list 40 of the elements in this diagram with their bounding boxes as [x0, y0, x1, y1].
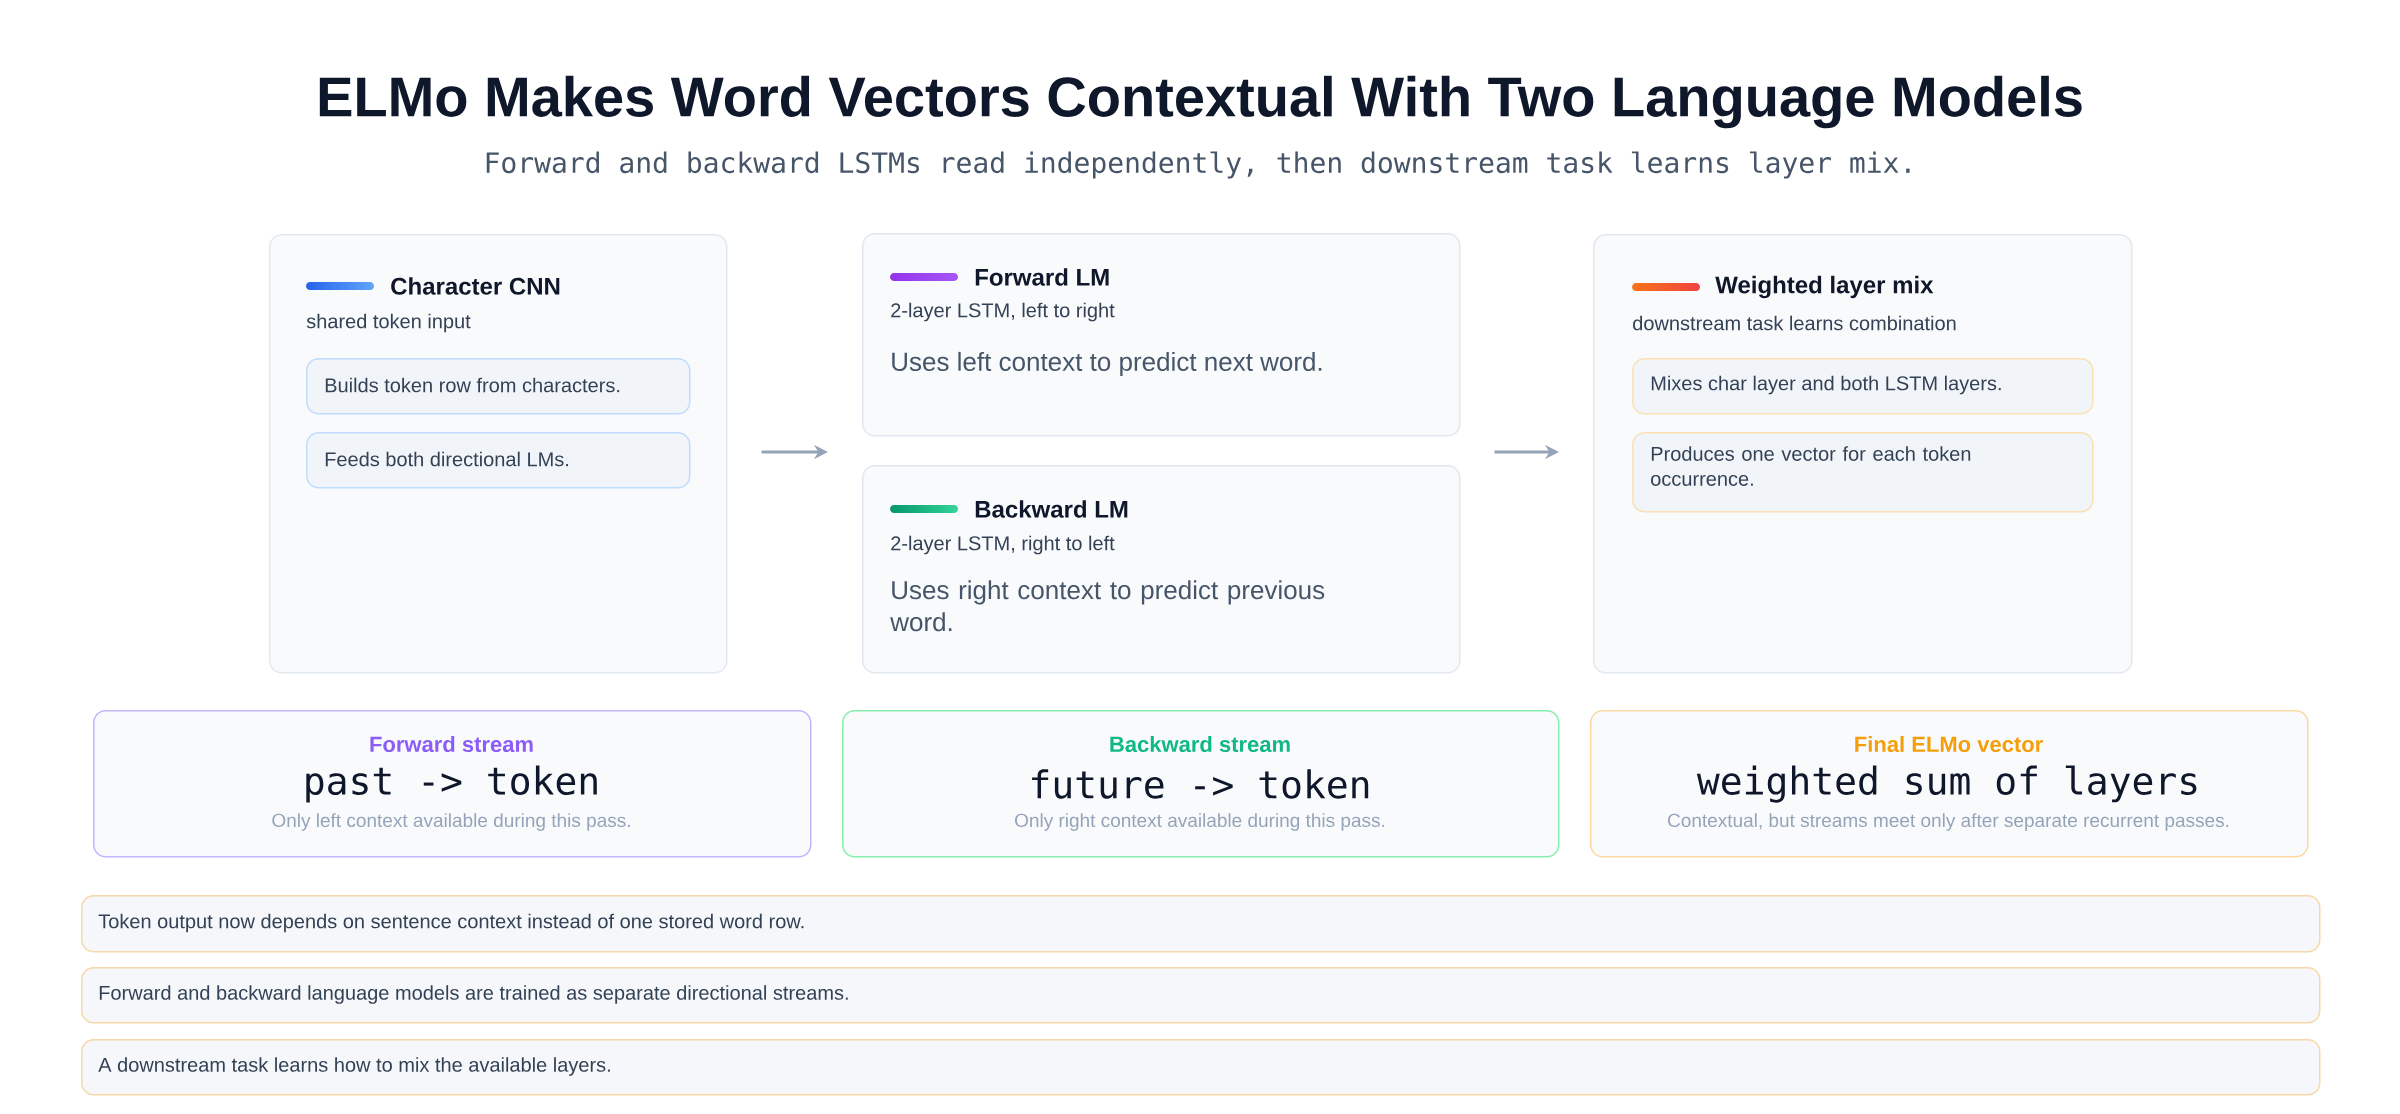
card-body: Uses right context to predict previous word. [890, 580, 1325, 632]
card [862, 233, 1461, 437]
card-title: Backward LM [975, 500, 1128, 518]
takeaway-bar [81, 895, 2321, 953]
title: ELMo Makes Word Vectors Contextual With Two Language Models [319, 75, 2082, 129]
card-title: Weighted layer mix [1715, 275, 1934, 299]
stream-formula: past -> token [306, 765, 597, 803]
stream-box [93, 710, 812, 858]
stream-title: Backward stream [1110, 735, 1290, 753]
note-box [306, 432, 691, 489]
note-text: Produces one vector for each token occurrence. [1651, 446, 1971, 486]
card-subtitle: shared token input [306, 313, 471, 333]
subtitle: Forward and backward LSTMs read independently, then downstream task learns layer mix. [486, 151, 1910, 179]
stream-formula: future -> token [1032, 769, 1369, 799]
card-subtitle: downstream task learns combination [1633, 315, 1956, 331]
stream-note: Contextual, but streams meet only after separate recurrent passes. [1668, 813, 2229, 831]
card-body: Uses left context to predict next word. [892, 351, 1322, 377]
note-text: Builds token row from characters. [325, 377, 620, 393]
stream-title: Final ELMo vector [1855, 735, 2043, 753]
takeaway-text: Token output now depends on sentence context instead of one stored word row. [98, 913, 804, 933]
stream-note: Only right context available during this pass. [1015, 813, 1385, 831]
card-subtitle: 2-layer LSTM, right to left [891, 535, 1115, 555]
takeaway-text: Forward and backward language models are trained as separate directional streams. [99, 985, 848, 1004]
stream-formula: weighted sum of layers [1696, 765, 2197, 803]
stream-box [842, 710, 1560, 858]
note-box [1632, 358, 2094, 415]
stream-box [1590, 710, 2309, 858]
takeaway-bar [81, 967, 2321, 1024]
note-text: Feeds both directional LMs. [325, 451, 568, 467]
stream-title: Forward stream [370, 735, 533, 753]
note-box [1632, 432, 2094, 513]
card-title: Forward LM [975, 268, 1109, 286]
note-text: Mixes char layer and both LSTM layers. [1651, 375, 2001, 395]
takeaway-text: A downstream task learns how to mix the available layers. [98, 1057, 610, 1076]
note-box [306, 358, 691, 415]
stream-note: Only left context available during this pass. [272, 813, 630, 831]
takeaway-bar [81, 1039, 2321, 1096]
card-title: Character CNN [391, 277, 560, 295]
card [862, 465, 1461, 674]
card-subtitle: 2-layer LSTM, left to right [891, 302, 1115, 322]
